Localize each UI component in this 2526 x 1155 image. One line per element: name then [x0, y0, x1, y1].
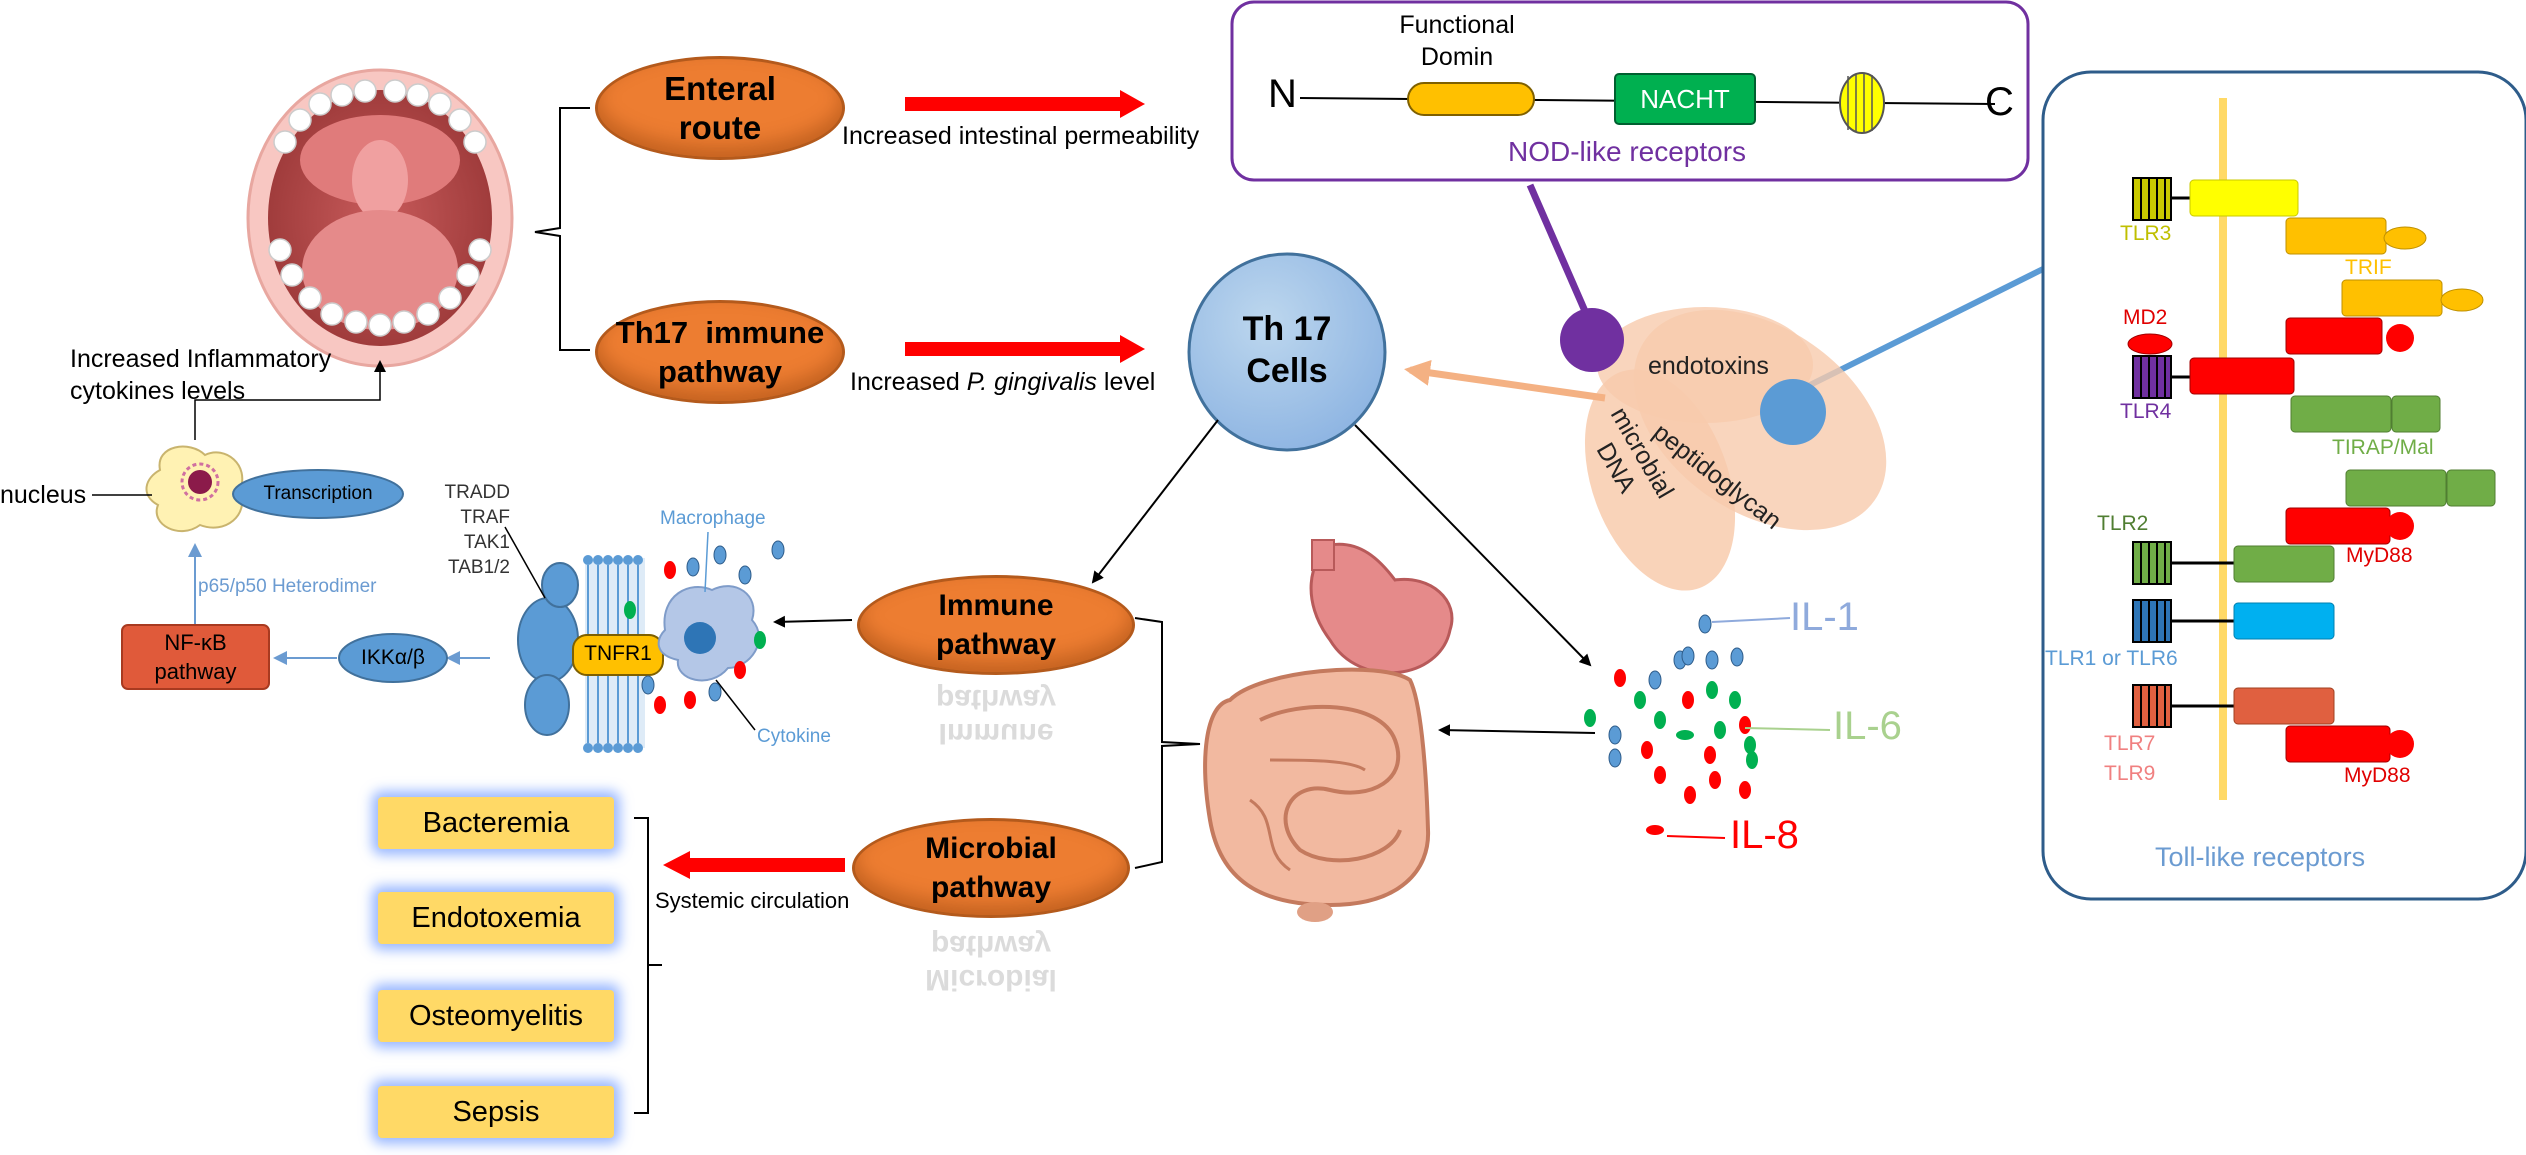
pg-species-name: P. gingivalis [966, 368, 1097, 396]
nfkb-box [121, 624, 270, 690]
microbial-pathway-oval: Microbial pathway [852, 818, 1130, 918]
myd88-label-b: MyD88 [2344, 764, 2411, 787]
functional-domain-label: Functional Domin [1399, 11, 1515, 71]
ikk-label: IKKα/β [361, 646, 425, 669]
tlr3-label: TLR3 [2120, 222, 2172, 245]
nacht-label: NACHT [1640, 84, 1730, 114]
pg-level-caption: Increased P. gingivalis level [850, 368, 1155, 397]
th17-cells-label: Th 17 Cells [1242, 310, 1332, 390]
microbial-pathway-label: Microbial pathway [925, 832, 1057, 904]
il1-label: IL-1 [1790, 595, 1859, 639]
tlr7-tlr9-receptor [2132, 684, 2414, 763]
cytokines-caption-line2: cytokines levels [70, 377, 246, 405]
outcome-endotoxemia: Endotoxemia [378, 892, 614, 944]
permeability-caption: Increased intestinal permeability [842, 122, 1200, 150]
transcription-label: Transcription [263, 483, 373, 504]
pg-level-suffix: level [1096, 368, 1156, 396]
nlr-n-terminus: N [1268, 72, 1297, 116]
th17-cell [1187, 252, 1387, 452]
tlr-receptor-head [1760, 379, 1826, 445]
pamp-cluster [1560, 307, 1887, 591]
tlr-title: Toll-like receptors [2155, 842, 2366, 872]
macrophage-label: Macrophage [660, 508, 766, 529]
tlr1-tlr6-receptor [2132, 599, 2335, 643]
th17-pathway-label: Th17 immune pathway [615, 315, 825, 389]
md2-label: MD2 [2123, 306, 2168, 329]
immune-pathway-reflection: Immune pathway [857, 682, 1135, 750]
il8-label: IL-8 [1730, 813, 1799, 857]
tlr2-label: TLR2 [2097, 512, 2149, 535]
tnfr1-receptor-shape [572, 634, 664, 676]
immune-pathway-label: Immune pathway [935, 589, 1057, 661]
digestive-tract-illustration [1203, 539, 1454, 922]
adaptor-list: TRADD TRAF TAK1 TAB1/2 [444, 482, 510, 578]
tlr4-receptor [2127, 317, 2441, 433]
open-mouth-illustration [246, 68, 514, 368]
tnfr1-label: TNFR1 [584, 642, 652, 665]
lrr-domain-shape [1839, 72, 1885, 134]
immune-pathway-oval: Immune pathway [857, 575, 1135, 675]
tlr4-label: TLR4 [2120, 400, 2172, 423]
outcome-osteomyelitis: Osteomyelitis [378, 990, 614, 1042]
nacht-domain-shape [1614, 73, 1756, 125]
enteral-route-label: Enteral route [664, 70, 776, 146]
myd88-label-a: MyD88 [2346, 544, 2413, 567]
macrophage-cell [657, 585, 760, 682]
th17-pathway-oval: Th17 immune pathway [595, 300, 845, 404]
tirap-label: TIRAP/Mal [2332, 436, 2434, 459]
functional-domain-shape [1407, 82, 1535, 116]
nlr-title: NOD-like receptors [1508, 136, 1747, 167]
tlr3-receptor [2132, 177, 2484, 317]
interleukin-cloud [1584, 614, 1758, 835]
nucleus-cell [145, 445, 244, 532]
cytokine-label: Cytokine [757, 726, 831, 747]
tlr2-receptor [2132, 469, 2496, 585]
cell-membrane-receptor [517, 555, 664, 753]
p65-p50-label: p65/p50 Heterodimer [198, 576, 377, 597]
macrophage-cytokine-dots [624, 540, 785, 714]
outcome-bacteremia: Bacteremia [378, 797, 614, 849]
red-arrow-permeability [905, 90, 1145, 118]
nod-receptor-head [1560, 308, 1624, 372]
microbial-pathway-reflection: Microbial pathway [852, 928, 1130, 996]
red-arrow-pg-level [905, 335, 1145, 363]
tlr9-label: TLR9 [2104, 762, 2156, 785]
ikk-ellipse [338, 633, 448, 683]
tlr1-tlr6-label: TLR1 or TLR6 [2045, 647, 2178, 670]
pg-level-prefix: Increased [850, 368, 967, 396]
transcription-ellipse [232, 469, 404, 519]
red-arrow-systemic [663, 851, 845, 879]
outcome-sepsis: Sepsis [378, 1086, 614, 1138]
nlr-c-terminus: C [1985, 80, 2014, 124]
trif-label: TRIF [2345, 256, 2392, 279]
immune-pathway-reflection-text: Immune pathway [935, 683, 1057, 750]
nucleus-label: nucleus [0, 481, 87, 509]
nfkb-label: NF-κB pathway [154, 630, 237, 684]
cytokines-caption-line1: Increased Inflammatory [70, 345, 332, 373]
il6-label: IL-6 [1833, 704, 1902, 748]
enteral-route-oval: Enteral route [595, 56, 845, 160]
systemic-circulation-caption: Systemic circulation [655, 888, 850, 913]
microbial-pathway-reflection-text: Microbial pathway [925, 929, 1057, 996]
endotoxins-label: endotoxins [1648, 352, 1769, 380]
tlr7-label: TLR7 [2104, 732, 2156, 755]
